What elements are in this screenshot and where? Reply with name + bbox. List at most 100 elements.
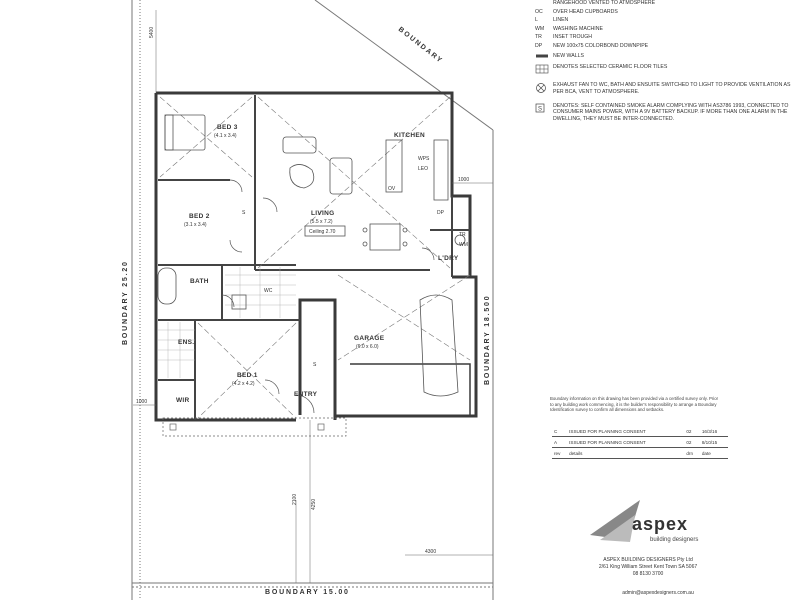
legend-row: DENOTES SELECTED CERAMIC FLOOR TILES bbox=[535, 64, 795, 77]
legend-row: OC OVER HEAD CUPBOARDS bbox=[535, 9, 795, 16]
revision-by: 02 bbox=[684, 436, 700, 448]
fixture-labels: WC WPS LEO WM TR OV Ceiling 2.70 S S DP bbox=[242, 156, 468, 368]
door-swings bbox=[221, 179, 435, 414]
revision-date: 16/3/16 bbox=[699, 426, 728, 437]
legend: RANGEHOOD VENTED TO ATMOSPHERE OC OVER H… bbox=[535, 0, 795, 124]
room-garage: GARAGE bbox=[354, 335, 385, 342]
legend-text: WASHING MACHINE bbox=[553, 25, 603, 32]
smoke-alarm-symbol-icon: S bbox=[535, 103, 553, 123]
company-address: ASPEX BUILDING DESIGNERS Pty Ltd 2/61 Ki… bbox=[568, 557, 728, 577]
furniture bbox=[157, 114, 466, 397]
dim-top-left: 5400 bbox=[149, 27, 155, 38]
legend-row: RANGEHOOD VENTED TO ATMOSPHERE bbox=[535, 0, 795, 7]
legend-row: S DENOTES: SELF CONTAINED SMOKE ALARM CO… bbox=[535, 103, 795, 123]
legend-text: OVER HEAD CUPBOARDS bbox=[553, 8, 618, 15]
legend-abbr: DP bbox=[535, 42, 543, 49]
dim-left-setback: 1000 bbox=[136, 399, 147, 405]
revision-date: 8/10/15 bbox=[699, 436, 728, 448]
legend-abbr bbox=[535, 0, 553, 7]
revision-row: A ISSUED FOR PLANNING CONSENT 02 8/10/15 bbox=[552, 436, 728, 448]
new-walls-symbol-icon bbox=[535, 53, 553, 62]
legend-row: TR INSET TROUGH bbox=[535, 34, 795, 41]
legend-abbr: TR bbox=[535, 34, 542, 40]
address-line-2: 2/61 King William Street Kent Town SA 50… bbox=[598, 563, 698, 570]
revision-date: date bbox=[699, 447, 728, 459]
fixture-wps: WPS bbox=[418, 156, 430, 162]
company-phone: 08 8130 3700 bbox=[632, 570, 664, 577]
fixture-tr: TR bbox=[459, 232, 466, 238]
floor-tiles bbox=[158, 267, 296, 378]
legend-text: NEW WALLS bbox=[553, 53, 584, 59]
room-living-size: (5.5 x 7.2) bbox=[310, 219, 333, 225]
room-bed3: BED 3 bbox=[217, 124, 238, 131]
fixture-leo: LEO bbox=[418, 166, 428, 172]
revision-desc: details bbox=[567, 447, 685, 459]
revision-id: C bbox=[552, 426, 568, 437]
revision-id: rev bbox=[552, 447, 568, 459]
boundary-west-label: BOUNDARY 25.20 bbox=[122, 260, 129, 345]
room-bed1: BED 1 bbox=[237, 372, 258, 379]
revision-by: drn bbox=[684, 447, 700, 459]
room-bed1-size: (4.2 x 4.2) bbox=[232, 381, 255, 387]
legend-text: DENOTES: SELF CONTAINED SMOKE ALARM COMP… bbox=[553, 102, 789, 122]
legend-text: EXHAUST FAN TO WC, BATH AND ENSUITE SWIT… bbox=[553, 82, 791, 95]
smoke-alarm-s1: S bbox=[242, 210, 246, 216]
dim-front-a: 2100 bbox=[292, 494, 298, 505]
room-wir: WIR bbox=[176, 397, 190, 404]
fixture-dp: DP bbox=[437, 210, 445, 216]
legend-abbr: WM bbox=[535, 25, 545, 32]
porch bbox=[162, 417, 347, 437]
dimension-labels: 5400 1000 1000 2100 4250 4300 bbox=[136, 27, 469, 555]
revision-row: C ISSUED FOR PLANNING CONSENT 02 16/3/16 bbox=[552, 426, 728, 437]
fixture-ov: OV bbox=[388, 186, 396, 192]
room-labels: BED 3 (4.1 x 3.4) BED 2 (3.1 x 3.4) BATH… bbox=[176, 124, 459, 404]
revision-table: C ISSUED FOR PLANNING CONSENT 02 16/3/16… bbox=[552, 426, 728, 459]
svg-text:S: S bbox=[538, 106, 542, 112]
legend-text: LINEN bbox=[553, 17, 569, 23]
company-tagline: building designers bbox=[650, 537, 699, 543]
legend-row: L LINEN bbox=[535, 17, 795, 24]
aspex-logo-mark bbox=[590, 500, 640, 542]
revision-desc: ISSUED FOR PLANNING CONSENT bbox=[567, 436, 685, 448]
revision-row: rev details drn date bbox=[552, 447, 728, 459]
boundary-south-label: BOUNDARY 15.00 bbox=[265, 589, 350, 596]
boundary-note: Boundary information on this drawing has… bbox=[550, 396, 719, 413]
exhaust-fan-symbol-icon bbox=[535, 82, 553, 97]
fixture-wm: WM bbox=[459, 242, 468, 248]
smoke-alarm-s2: S bbox=[313, 362, 317, 368]
legend-row: EXHAUST FAN TO WC, BATH AND ENSUITE SWIT… bbox=[535, 82, 795, 97]
legend-text: RANGEHOOD VENTED TO ATMOSPHERE bbox=[553, 0, 656, 6]
boundary-labels: BOUNDARY BOUNDARY 25.20 BOUNDARY 18.500 … bbox=[122, 26, 491, 596]
legend-abbr: L bbox=[535, 17, 538, 23]
internal-walls bbox=[158, 95, 470, 420]
room-bed2-size: (3.1 x 3.4) bbox=[184, 222, 207, 228]
legend-row: NEW WALLS bbox=[535, 53, 795, 62]
dimension-lines bbox=[133, 10, 493, 583]
legend-text: NEW 100x75 COLORBOND DOWNPIPE bbox=[553, 42, 649, 49]
room-living: LIVING bbox=[311, 210, 334, 217]
dim-bottom-right: 4300 bbox=[425, 549, 436, 555]
ceiling-diagonals bbox=[159, 96, 471, 419]
address-line-1: ASPEX BUILDING DESIGNERS Pty Ltd bbox=[603, 557, 693, 563]
room-bed2: BED 2 bbox=[189, 213, 210, 220]
revision-id: A bbox=[552, 436, 568, 448]
legend-text: INSET TROUGH bbox=[553, 34, 593, 40]
legend-row: DP NEW 100x75 COLORBOND DOWNPIPE bbox=[535, 43, 795, 50]
dim-front-b: 4250 bbox=[311, 499, 317, 510]
room-ens: ENS. bbox=[178, 339, 194, 346]
legend-text: DENOTES SELECTED CERAMIC FLOOR TILES bbox=[553, 63, 668, 70]
fixture-wc: WC bbox=[264, 288, 273, 294]
room-kitchen: KITCHEN bbox=[394, 132, 425, 139]
room-bath: BATH bbox=[190, 278, 209, 285]
revision-by: 02 bbox=[684, 426, 700, 437]
room-entry: ENTRY bbox=[294, 391, 318, 398]
revision-desc: ISSUED FOR PLANNING CONSENT bbox=[567, 426, 685, 437]
room-garage-size: (6.0 x 6.0) bbox=[356, 344, 379, 350]
site-boundary bbox=[131, 0, 494, 600]
room-ldry: L'DRY bbox=[438, 255, 459, 262]
legend-row: WM WASHING MACHINE bbox=[535, 26, 795, 33]
legend-abbr: OC bbox=[535, 8, 543, 15]
company-email: admin@aspexdesigners.com.au bbox=[622, 590, 694, 596]
company-brand: aspex bbox=[632, 514, 689, 534]
